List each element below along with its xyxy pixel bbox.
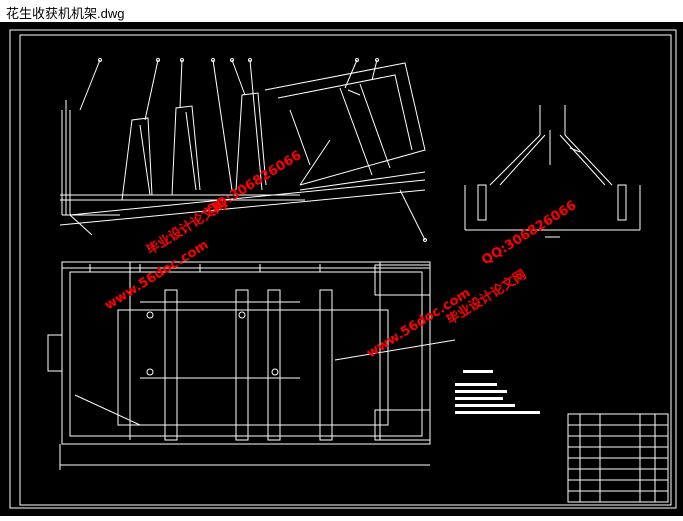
title-block: [567, 413, 669, 503]
watermarks: 毕业设计论文网 QQ:306826066 www.56doc.com www.5…: [102, 148, 579, 361]
watermark-qq-2: QQ:306826066: [479, 198, 579, 268]
technical-notes: [455, 370, 540, 414]
watermark-qq-1: QQ:306826066: [204, 148, 304, 218]
window-titlebar: 花生收获机机架.dwg: [0, 0, 683, 23]
plan-view: [47, 261, 456, 470]
cad-drawing: 毕业设计论文网 QQ:306826066 www.56doc.com www.5…: [9, 29, 677, 509]
section-view: [464, 105, 641, 238]
drawing-canvas[interactable]: 毕业设计论文网 QQ:306826066 www.56doc.com www.5…: [0, 22, 683, 516]
drawing-frame: [9, 29, 677, 509]
side-view: [59, 58, 427, 242]
window-title: 花生收获机机架.dwg: [6, 6, 125, 21]
plan-dimension-ticks: [62, 264, 430, 272]
